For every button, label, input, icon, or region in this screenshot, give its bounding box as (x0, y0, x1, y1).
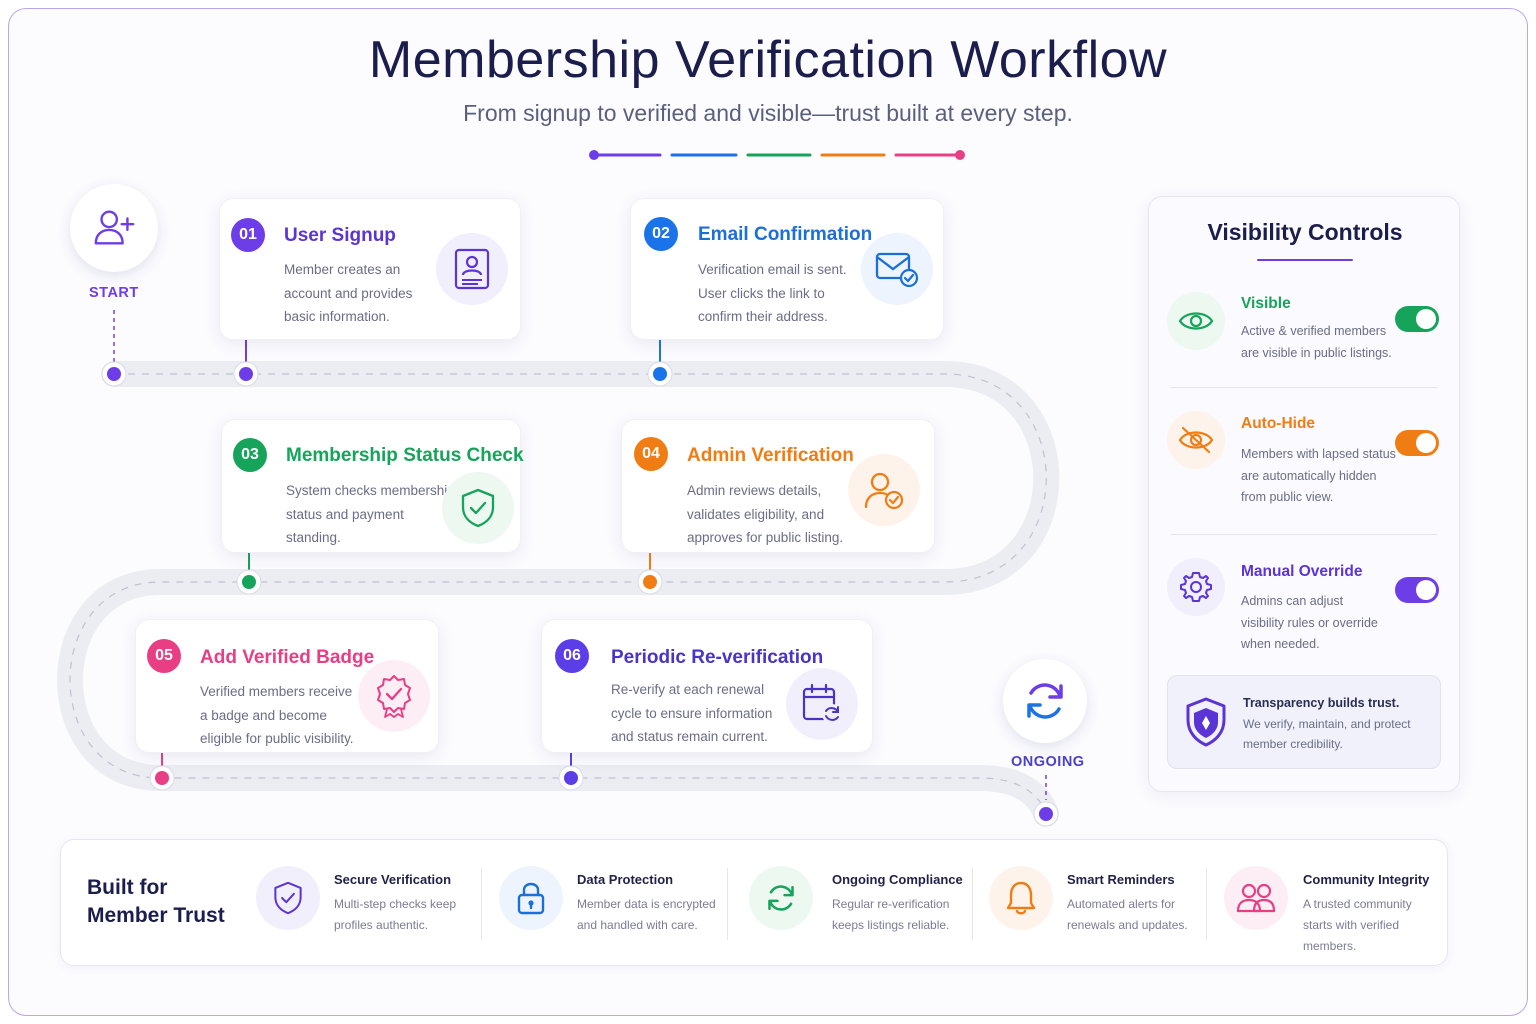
trust-desc: We verify, maintain, and protect member … (1243, 717, 1411, 751)
feature-icon-bubble (1224, 866, 1288, 930)
calendar-refresh-icon (802, 683, 842, 724)
feature-desc: Member data is encrypted and handled wit… (577, 897, 716, 932)
visible-toggle[interactable] (1395, 306, 1439, 332)
road-dots (101, 361, 1059, 827)
ongoing-label: ONGOING (1011, 754, 1085, 770)
refresh-icon (1027, 683, 1063, 719)
step-card-admin-verification: 04 Admin Verification Admin reviews deta… (621, 419, 935, 553)
step-card-add-verified-badge: 05 Add Verified Badge Verified members r… (135, 619, 439, 753)
divider (481, 868, 482, 940)
refresh-icon (768, 885, 794, 911)
shield-check-icon (274, 881, 302, 915)
step-number: 04 (634, 437, 668, 471)
manual-override-toggle[interactable] (1395, 577, 1439, 603)
step-number: 06 (555, 639, 589, 673)
step-title: Membership Status Check (286, 445, 524, 466)
step-number: 03 (233, 438, 267, 472)
trust-title: Transparency builds trust. (1243, 696, 1400, 710)
shield-icon (1186, 697, 1226, 747)
step-title: Admin Verification (687, 445, 854, 466)
step-desc: Verified members receive a badge and bec… (200, 684, 354, 746)
start-label: START (89, 285, 139, 301)
accent-bar (589, 150, 965, 160)
feature-icon-bubble (499, 866, 563, 930)
control-icon-bubble (1167, 292, 1225, 350)
control-title-visible: Visible (1241, 295, 1291, 312)
mail-check-icon (875, 252, 919, 288)
badge-icon (377, 675, 411, 718)
control-desc: Admins can adjust visibility rules or ov… (1241, 594, 1378, 651)
start-node (70, 184, 158, 272)
step-desc: Member creates an account and provides b… (284, 262, 413, 324)
shield-check-icon (461, 488, 495, 528)
step-number: 01 (231, 218, 265, 252)
page-subtitle: From signup to verified and visible—trus… (463, 100, 1073, 126)
step-icon-bubble (442, 472, 514, 544)
step-title: User Signup (284, 225, 396, 246)
feature-desc: Automated alerts for renewals and update… (1067, 897, 1188, 932)
step-icon-bubble (436, 233, 508, 305)
ongoing-node (1003, 659, 1087, 743)
panel-title-underline (1257, 259, 1353, 261)
step-icon-bubble (861, 233, 933, 305)
feature-desc: Multi-step checks keep profiles authenti… (334, 897, 457, 932)
step-icon-bubble (358, 660, 430, 732)
control-title-auto-hide: Auto-Hide (1241, 415, 1316, 432)
trust-note: Transparency builds trust. We verify, ma… (1167, 675, 1441, 769)
feature-title: Data Protection (577, 872, 674, 887)
bell-icon (1006, 881, 1036, 915)
panel-title: Visibility Controls (1207, 219, 1403, 245)
step-desc: Verification email is sent. User clicks … (698, 262, 847, 324)
step-title: Add Verified Badge (200, 647, 375, 668)
divider (727, 868, 728, 940)
step-title: Email Confirmation (698, 224, 873, 245)
step-desc: Admin reviews details, validates eligibi… (687, 483, 844, 545)
feature-desc: A trusted community starts with verified… (1303, 897, 1412, 953)
auto-hide-toggle[interactable] (1395, 430, 1439, 456)
users-icon (1236, 883, 1276, 913)
control-desc: Active & verified members are visible in… (1241, 324, 1392, 360)
feature-title: Secure Verification (334, 872, 452, 887)
feature-title: Community Integrity (1303, 872, 1430, 887)
step-title: Periodic Re-verification (611, 647, 824, 668)
eye-icon (1178, 312, 1214, 330)
step-icon-bubble (786, 668, 858, 740)
step-card-periodic-reverification: 06 Periodic Re-verification Re-verify at… (541, 619, 873, 753)
step-card-user-signup: 01 User Signup Member creates an account… (219, 198, 521, 340)
user-check-icon (864, 472, 904, 510)
step-number: 05 (147, 639, 181, 673)
eye-off-icon (1178, 426, 1214, 454)
footer-heading: Built for Member Trust (87, 876, 225, 927)
step-desc: System checks membership status and paym… (286, 483, 455, 545)
control-icon-bubble (1167, 411, 1225, 469)
id-card-icon (454, 248, 490, 290)
feature-icon-bubble (256, 866, 320, 930)
control-desc: Members with lapsed status are automatic… (1241, 447, 1396, 504)
step-card-email-confirmation: 02 Email Confirmation Verification email… (630, 198, 944, 340)
step-number: 02 (644, 217, 678, 251)
lock-icon (517, 882, 545, 915)
step-icon-bubble (848, 454, 920, 526)
step-desc: Re-verify at each renewal cycle to ensur… (611, 682, 773, 744)
gear-icon (1180, 572, 1212, 602)
feature-desc: Regular re-verification keeps listings r… (832, 897, 950, 932)
divider (972, 868, 973, 940)
user-plus-icon (94, 210, 135, 245)
page-title: Membership Verification Workflow (368, 31, 1168, 89)
visibility-controls-panel: Visibility Controls Visible Active & ver… (1148, 196, 1460, 792)
step-card-membership-status-check: 03 Membership Status Check System checks… (221, 419, 524, 553)
feature-icon-bubble (749, 866, 813, 930)
divider (1206, 868, 1207, 940)
feature-title: Smart Reminders (1067, 872, 1175, 887)
divider (1171, 534, 1437, 535)
control-icon-bubble (1167, 558, 1225, 616)
control-title-manual-override: Manual Override (1241, 563, 1363, 580)
feature-icon-bubble (989, 866, 1053, 930)
feature-title: Ongoing Compliance (832, 872, 963, 887)
divider (1171, 387, 1437, 388)
footer-features: Built for Member Trust Secure Verificati… (60, 839, 1448, 966)
